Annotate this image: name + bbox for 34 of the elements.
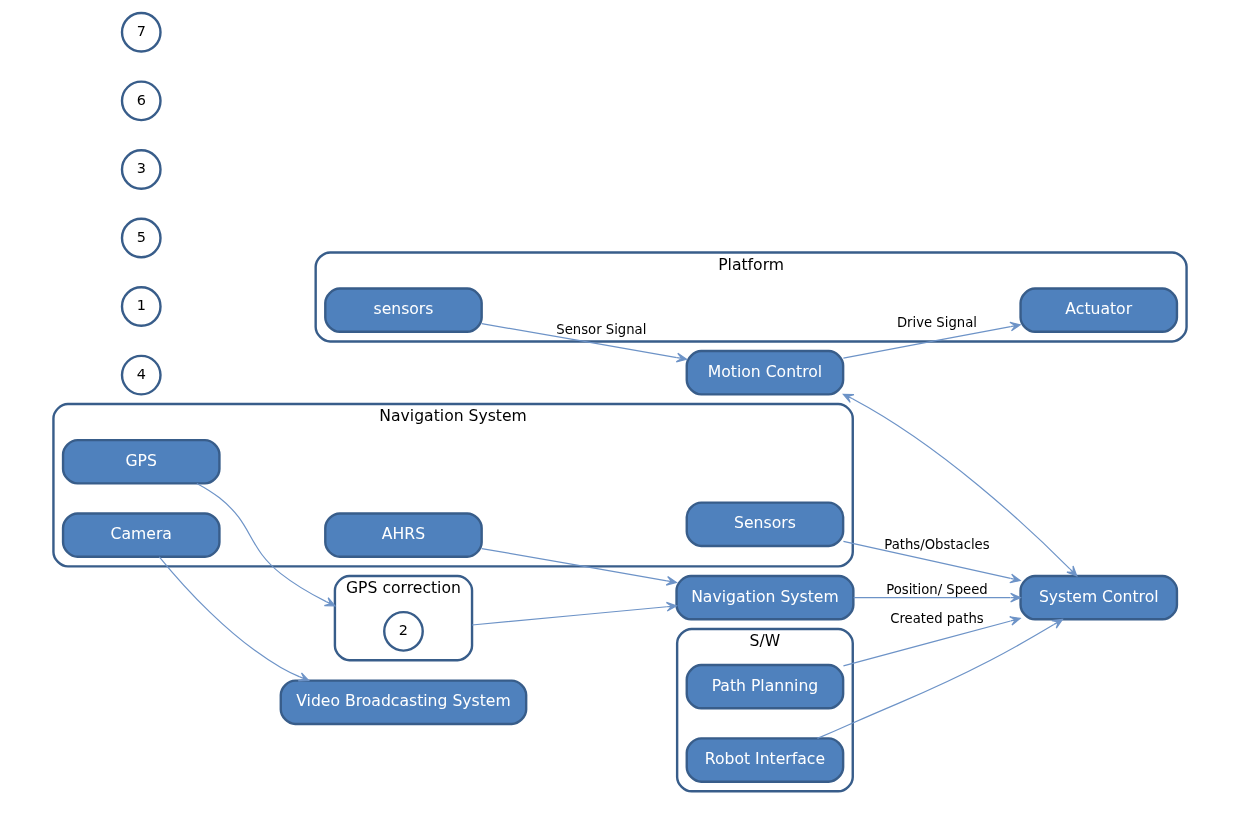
arrow (842, 321, 1021, 359)
arrow (158, 556, 309, 682)
arrow (842, 393, 1077, 577)
edge-label: Sensor Signal (555, 321, 646, 337)
node-box: Navigation System (674, 574, 855, 621)
arrow (842, 540, 1021, 584)
node-box: Path Planning (685, 663, 844, 710)
edge-label: Position/ Speed (885, 581, 988, 597)
arrow (480, 547, 677, 586)
node-box: GPS (61, 438, 221, 485)
node-circle: 6 (120, 80, 162, 122)
arrow (470, 601, 677, 626)
node-box: Motion Control (685, 349, 844, 396)
arrow (816, 618, 1063, 739)
node-box: Sensors (685, 501, 844, 548)
arrow (842, 616, 1021, 667)
node-circle: 5 (120, 217, 162, 259)
node-box: Actuator (1018, 287, 1178, 334)
node-box: Video Broadcasting System (279, 679, 527, 726)
node-box: Camera (61, 512, 221, 558)
node-circle: 1 (120, 286, 162, 327)
node-box: AHRS (323, 512, 483, 558)
node-box: System Control (1018, 574, 1178, 621)
arrow (480, 323, 687, 363)
edge-label: Created paths (889, 610, 984, 626)
node-circle: 3 (120, 148, 162, 190)
node-box: Robot Interface (685, 737, 844, 783)
edge-label: Drive Signal (896, 314, 977, 330)
node-box: sensors (323, 287, 483, 334)
edge-label: Paths/Obstacles (883, 537, 990, 553)
arrow (852, 592, 1021, 603)
node-circle: 7 (120, 11, 162, 53)
node-circle: 2 (382, 610, 424, 652)
node-circle: 4 (120, 354, 162, 396)
